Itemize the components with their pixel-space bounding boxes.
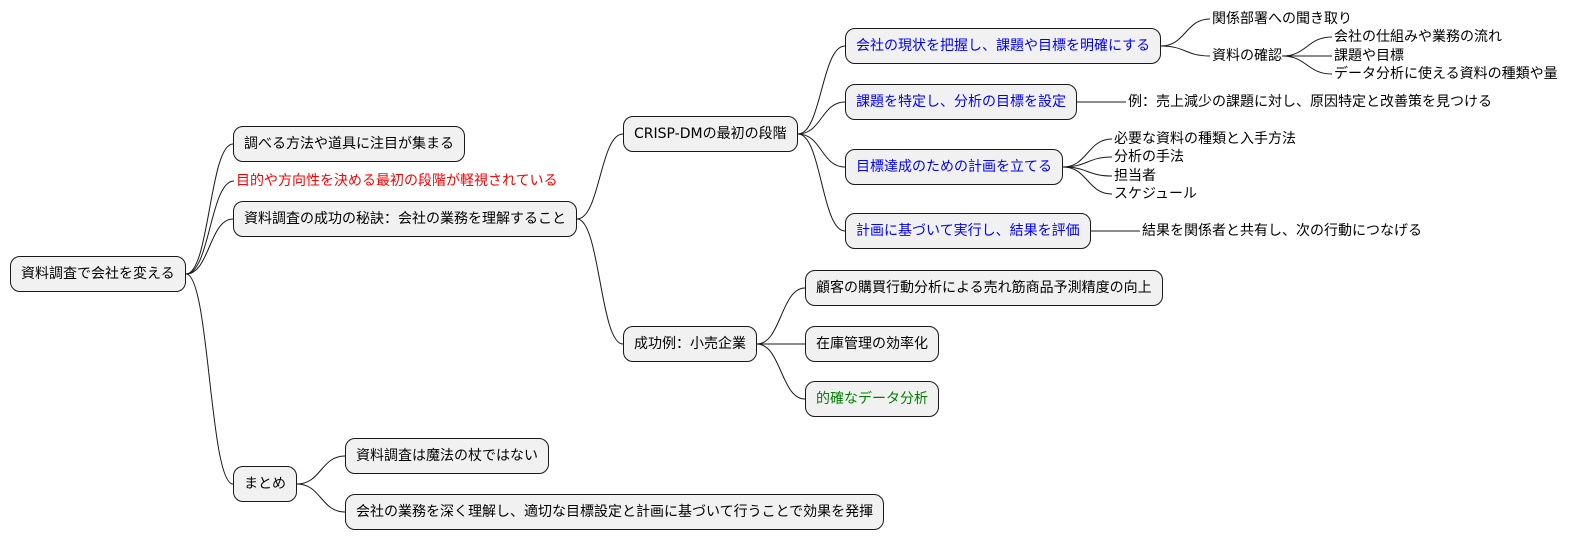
connector-line xyxy=(1160,18,1211,47)
connector-line xyxy=(797,133,846,232)
connector-line xyxy=(296,455,346,485)
connector-line xyxy=(185,143,234,275)
leaf-check-item: データ分析に使える資料の種類や量 xyxy=(1334,66,1558,82)
connector-line xyxy=(296,483,346,513)
connector-line xyxy=(1062,166,1113,195)
leaf-example: 例：売上減少の課題に対し、原因特定と改善策を見つける xyxy=(1128,94,1492,110)
branch-secret: 資料調査の成功の秘訣：会社の業務を理解すること xyxy=(233,201,577,237)
leaf-plan-item: スケジュール xyxy=(1114,186,1198,202)
root-node: 資料調査で会社を変える xyxy=(10,256,186,292)
summary-item: 資料調査は魔法の杖ではない xyxy=(345,438,549,474)
connector-line xyxy=(797,101,846,135)
leaf-hearing: 関係部署への聞き取り xyxy=(1212,11,1352,27)
leaf-check: 資料の確認 xyxy=(1212,48,1282,64)
branch-neglected: 目的や方向性を決める最初の段階が軽視されている xyxy=(236,173,558,189)
step-grasp: 会社の現状を把握し、課題や目標を明確にする xyxy=(845,28,1162,64)
step-plan: 目標達成のための計画を立てる xyxy=(845,149,1063,185)
success-item: 顧客の購買行動分析による売れ筋商品予測精度の向上 xyxy=(805,270,1163,306)
connector-line xyxy=(797,45,846,135)
connector-line xyxy=(576,133,624,220)
connector-line xyxy=(797,133,846,168)
leaf-check-item: 課題や目標 xyxy=(1334,48,1404,64)
step-execute: 計画に基づいて実行し、結果を評価 xyxy=(845,213,1091,249)
connector-line xyxy=(1281,55,1333,75)
connector-line xyxy=(756,287,806,345)
leaf-share: 結果を関係者と共有し、次の行動につなげる xyxy=(1142,223,1422,239)
branch-summary: まとめ xyxy=(233,466,297,502)
leaf-plan-item: 分析の手法 xyxy=(1114,149,1184,165)
success-item: 在庫管理の効率化 xyxy=(805,326,939,362)
connector-line xyxy=(756,343,806,400)
connector-line xyxy=(1281,36,1333,57)
success-example-node: 成功例：小売企業 xyxy=(623,326,757,362)
leaf-plan-item: 担当者 xyxy=(1114,168,1156,184)
step-identify: 課題を特定し、分析の目標を設定 xyxy=(845,84,1077,120)
leaf-plan-item: 必要な資料の種類と入手方法 xyxy=(1114,131,1296,147)
branch-focus-tools: 調べる方法や道具に注目が集まる xyxy=(233,126,465,162)
connector-line xyxy=(1160,45,1211,57)
crisp-dm-node: CRISP-DMの最初の段階 xyxy=(623,116,798,152)
connector-line xyxy=(576,218,624,345)
connector-line xyxy=(185,180,235,275)
summary-item: 会社の業務を深く理解し、適切な目標設定と計画に基づいて行うことで効果を発揮 xyxy=(345,494,885,530)
success-item: 的確なデータ分析 xyxy=(805,381,939,417)
connector-line xyxy=(1062,138,1113,168)
leaf-check-item: 会社の仕組みや業務の流れ xyxy=(1334,29,1502,45)
connector-line xyxy=(185,218,234,275)
connector-line xyxy=(1062,156,1113,168)
connector-line xyxy=(185,273,234,485)
